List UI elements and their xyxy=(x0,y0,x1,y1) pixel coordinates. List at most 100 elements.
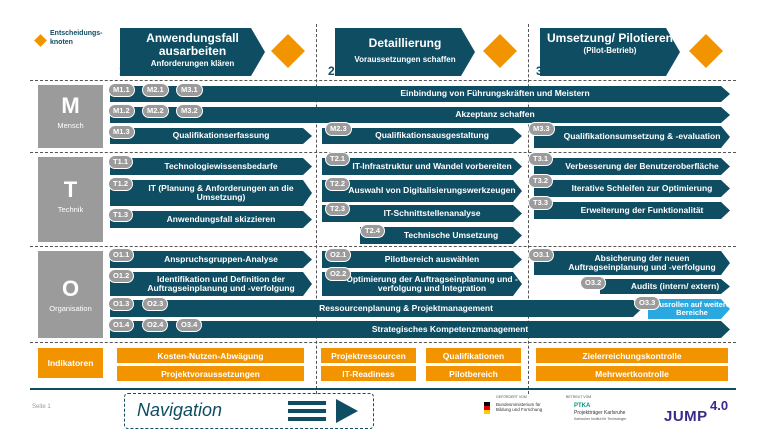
o12-bar[interactable]: Identifikation und Definition der Auftra… xyxy=(110,272,312,296)
indicator-projektressourcen[interactable]: Projektressourcen xyxy=(321,348,416,363)
play-icon xyxy=(336,399,358,423)
o31-bar[interactable]: Absicherung der neuen Auftragseinplanung… xyxy=(534,251,730,275)
decision-node-1 xyxy=(271,34,305,68)
m13-bar[interactable]: Qualifikationserfassung xyxy=(110,128,312,144)
o-ressourcen-bar[interactable]: Ressourcenplanung & Projektmanagement xyxy=(110,300,642,317)
legend-diamond xyxy=(34,34,47,47)
navigation-label: Navigation xyxy=(137,400,223,420)
dimension-technik-letter: T xyxy=(63,177,78,202)
phase-3-header[interactable]: Umsetzung/ Pilotieren (Pilot-Betrieb) xyxy=(540,28,680,76)
badge-t23[interactable]: T2.3 xyxy=(325,202,351,216)
t32-bar[interactable]: Iterative Schleifen zur Optimierung xyxy=(534,180,730,197)
indicator-mehrwert[interactable]: Mehrwertkontrolle xyxy=(536,366,728,381)
badge-m33[interactable]: M3.3 xyxy=(528,122,555,136)
m-akzeptanz-bar[interactable]: Akzeptanz schaffen xyxy=(110,107,730,123)
phase-3-number: 3 xyxy=(536,64,543,78)
badge-o23[interactable]: O2.3 xyxy=(142,297,169,311)
decision-node-3 xyxy=(689,34,723,68)
o-strategie-bar[interactable]: Strategisches Kompetenzmanagement xyxy=(110,321,730,338)
ptka-subtitle-2: Karlsruher Institut für Technologie xyxy=(574,417,627,421)
o21-bar[interactable]: Pilotbereich auswählen xyxy=(322,251,522,268)
badge-t31[interactable]: T3.1 xyxy=(528,152,554,166)
row-divider-mt xyxy=(30,152,736,153)
phase-2-subtitle: Voraussetzungen schaffen xyxy=(354,55,456,64)
phase-3-title: Umsetzung/ Pilotieren xyxy=(546,31,674,45)
o11-bar[interactable]: Anspruchsgruppen-Analyse xyxy=(110,251,312,268)
indicator-zielerreichung[interactable]: Zielerreichungskontrolle xyxy=(536,348,728,363)
badge-m13[interactable]: M1.3 xyxy=(108,125,135,139)
phase-2-header[interactable]: Detaillierung Voraussetzungen schaffen xyxy=(335,28,475,76)
m-einbindung-bar[interactable]: Einbindung von Führungskräften und Meist… xyxy=(110,86,730,102)
badge-o32[interactable]: O3.2 xyxy=(580,276,607,290)
t33-bar[interactable]: Erweiterung der Funktionalität xyxy=(534,202,730,219)
badge-t33[interactable]: T3.3 xyxy=(528,196,554,210)
dimension-organisation: O Organisation xyxy=(38,251,103,338)
badge-t21[interactable]: T2.1 xyxy=(325,152,351,166)
t24-bar[interactable]: Technische Umsetzung xyxy=(360,227,522,244)
badge-o34[interactable]: O3.4 xyxy=(176,318,203,332)
o33-bar[interactable]: Ausrollen auf weitere Bereiche xyxy=(648,299,730,319)
decision-node-2 xyxy=(483,34,517,68)
phase-2-number: 2 xyxy=(328,64,335,78)
t23-bar[interactable]: IT-Schnittstellenanalyse xyxy=(322,205,522,222)
ptka-subtitle: Projektträger Karlsruhe xyxy=(574,410,626,416)
phase-1-header[interactable]: Anwendungsfall ausarbeiten Anforderungen… xyxy=(120,28,265,76)
badge-t32[interactable]: T3.2 xyxy=(528,174,554,188)
dimension-organisation-name: Organisation xyxy=(49,304,92,313)
jump-logo: JUMP 4.0 xyxy=(664,398,740,430)
badge-m23[interactable]: M2.3 xyxy=(325,122,352,136)
t11-bar[interactable]: Technologiewissensbedarfe xyxy=(110,158,312,175)
badge-o11[interactable]: O1.1 xyxy=(108,248,135,262)
o22-bar[interactable]: Optimierung der Auftragseinplanung und -… xyxy=(322,272,522,296)
badge-m22[interactable]: M2.2 xyxy=(142,104,169,118)
indicators-label: Indikatoren xyxy=(38,348,103,378)
m33-bar[interactable]: Qualifikationsumsetzung & -evaluation xyxy=(534,126,730,148)
indicator-it-readiness[interactable]: IT-Readiness xyxy=(321,366,416,381)
badge-o21[interactable]: O2.1 xyxy=(325,248,352,262)
indicator-qualifikationen[interactable]: Qualifikationen xyxy=(426,348,521,363)
badge-t11[interactable]: T1.1 xyxy=(108,155,134,169)
dimension-technik-name: Technik xyxy=(57,205,84,214)
badge-o22[interactable]: O2.2 xyxy=(325,267,352,281)
page-number: Seite 1 xyxy=(32,404,51,410)
badge-m21[interactable]: M2.1 xyxy=(142,83,169,97)
dimension-technik: T Technik xyxy=(38,157,103,242)
phase-1-number: 1 xyxy=(119,64,126,78)
navigation-button[interactable]: Navigation xyxy=(124,393,374,429)
t13-bar[interactable]: Anwendungsfall skizzieren xyxy=(110,211,312,228)
badge-o31[interactable]: O3.1 xyxy=(528,248,555,262)
bmbf-flag-icon xyxy=(484,402,490,414)
indicator-pilotbereich[interactable]: Pilotbereich xyxy=(426,366,521,381)
badge-o13[interactable]: O1.3 xyxy=(108,297,135,311)
phase-1-title: Anwendungsfall ausarbeiten xyxy=(146,31,239,58)
badge-t13[interactable]: T1.3 xyxy=(108,208,134,222)
t22-bar[interactable]: Auswahl von Digitalisierungswerkzeugen xyxy=(322,180,522,202)
badge-m32[interactable]: M3.2 xyxy=(176,104,203,118)
badge-t12[interactable]: T1.2 xyxy=(108,177,134,191)
indicator-kosten-nutzen[interactable]: Kosten-Nutzen-Abwägung xyxy=(117,348,304,363)
dimension-mensch-name: Mensch xyxy=(57,121,84,130)
o32-bar[interactable]: Audits (intern/ extern) xyxy=(600,279,730,294)
t21-bar[interactable]: IT-Infrastruktur und Wandel vorbereiten xyxy=(322,158,522,175)
badge-o33[interactable]: O3.3 xyxy=(634,296,661,310)
m23-bar[interactable]: Qualifikationsausgestaltung xyxy=(322,128,522,144)
t12-bar[interactable]: IT (Planung & Anforderungen an die Umset… xyxy=(110,180,312,206)
badge-m11[interactable]: M1.1 xyxy=(108,83,135,97)
badge-t22[interactable]: T2.2 xyxy=(325,177,351,191)
indicator-projektvoraussetzungen[interactable]: Projektvoraussetzungen xyxy=(117,366,304,381)
badge-o12[interactable]: O1.2 xyxy=(108,269,135,283)
badge-m12[interactable]: M1.2 xyxy=(108,104,135,118)
row-divider-oi xyxy=(30,342,736,343)
jump-logo-version: 4.0 xyxy=(710,398,729,413)
dimension-mensch-letter: M xyxy=(61,93,80,118)
gefoerdert-label: GEFÖRDERT VOM xyxy=(496,395,527,399)
t31-bar[interactable]: Verbesserung der Benutzeroberfläche xyxy=(534,158,730,175)
badge-m31[interactable]: M3.1 xyxy=(176,83,203,97)
phase-3-subtitle: (Pilot-Betrieb) xyxy=(583,46,637,55)
badge-t24[interactable]: T2.4 xyxy=(360,224,386,238)
badge-o14[interactable]: O1.4 xyxy=(108,318,135,332)
jump-logo-text: JUMP xyxy=(664,408,708,425)
badge-o24[interactable]: O2.4 xyxy=(142,318,169,332)
phase-1-subtitle: Anforderungen klären xyxy=(150,59,235,68)
footer-divider xyxy=(30,388,736,390)
